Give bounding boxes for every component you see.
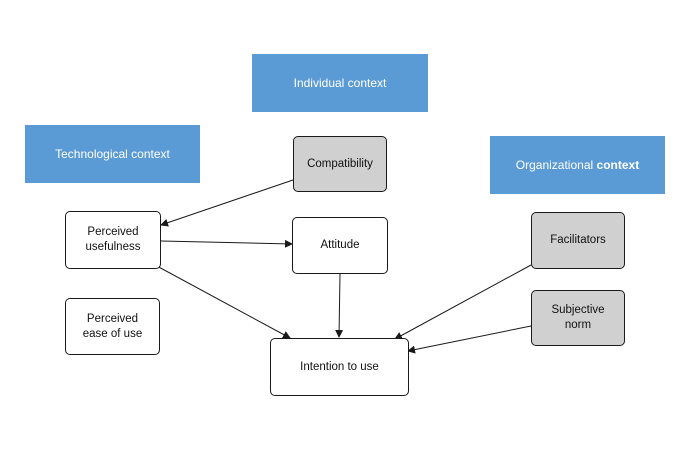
arrow-facilitators-to-intention (394, 264, 532, 340)
compatibility-label: Compatibility (307, 157, 373, 170)
arrow-attitude-to-intention (335, 273, 344, 338)
organizational-context-text: Organizational (515, 158, 594, 172)
compatibility-node: Compatibility (293, 136, 387, 192)
perceived-usefulness-node: Perceived usefulness (65, 211, 161, 269)
intention-to-use-node: Intention to use (270, 338, 409, 396)
attitude-label: Attitude (320, 239, 360, 251)
attitude-node: Attitude (292, 217, 388, 274)
perceived-ease-of-use-label: Perceived ease of use (82, 312, 143, 340)
individual-context-label: Individual context (252, 54, 428, 112)
facilitators-label: Facilitators (550, 234, 606, 246)
arrow-usefulness-to-attitude (160, 239, 293, 248)
technological-context-label: Technological context (25, 125, 200, 183)
arrow-usefulness-to-intention (154, 264, 291, 339)
subjective-norm-label: Subjective norm (551, 304, 605, 331)
intention-to-use-label: Intention to use (300, 360, 379, 373)
perceived-ease-of-use-node: Perceived ease of use (65, 298, 160, 355)
arrow-subjective-norm-to-intention (407, 325, 532, 354)
perceived-usefulness-label: Perceived usefulness (85, 226, 141, 253)
facilitators-node: Facilitators (531, 212, 625, 269)
arrow-compatibility-to-usefulness (160, 179, 294, 227)
organizational-context-label: Organizational context (490, 136, 665, 194)
organizational-context-bold: context (596, 158, 640, 172)
subjective-norm-node: Subjective norm (531, 290, 625, 346)
